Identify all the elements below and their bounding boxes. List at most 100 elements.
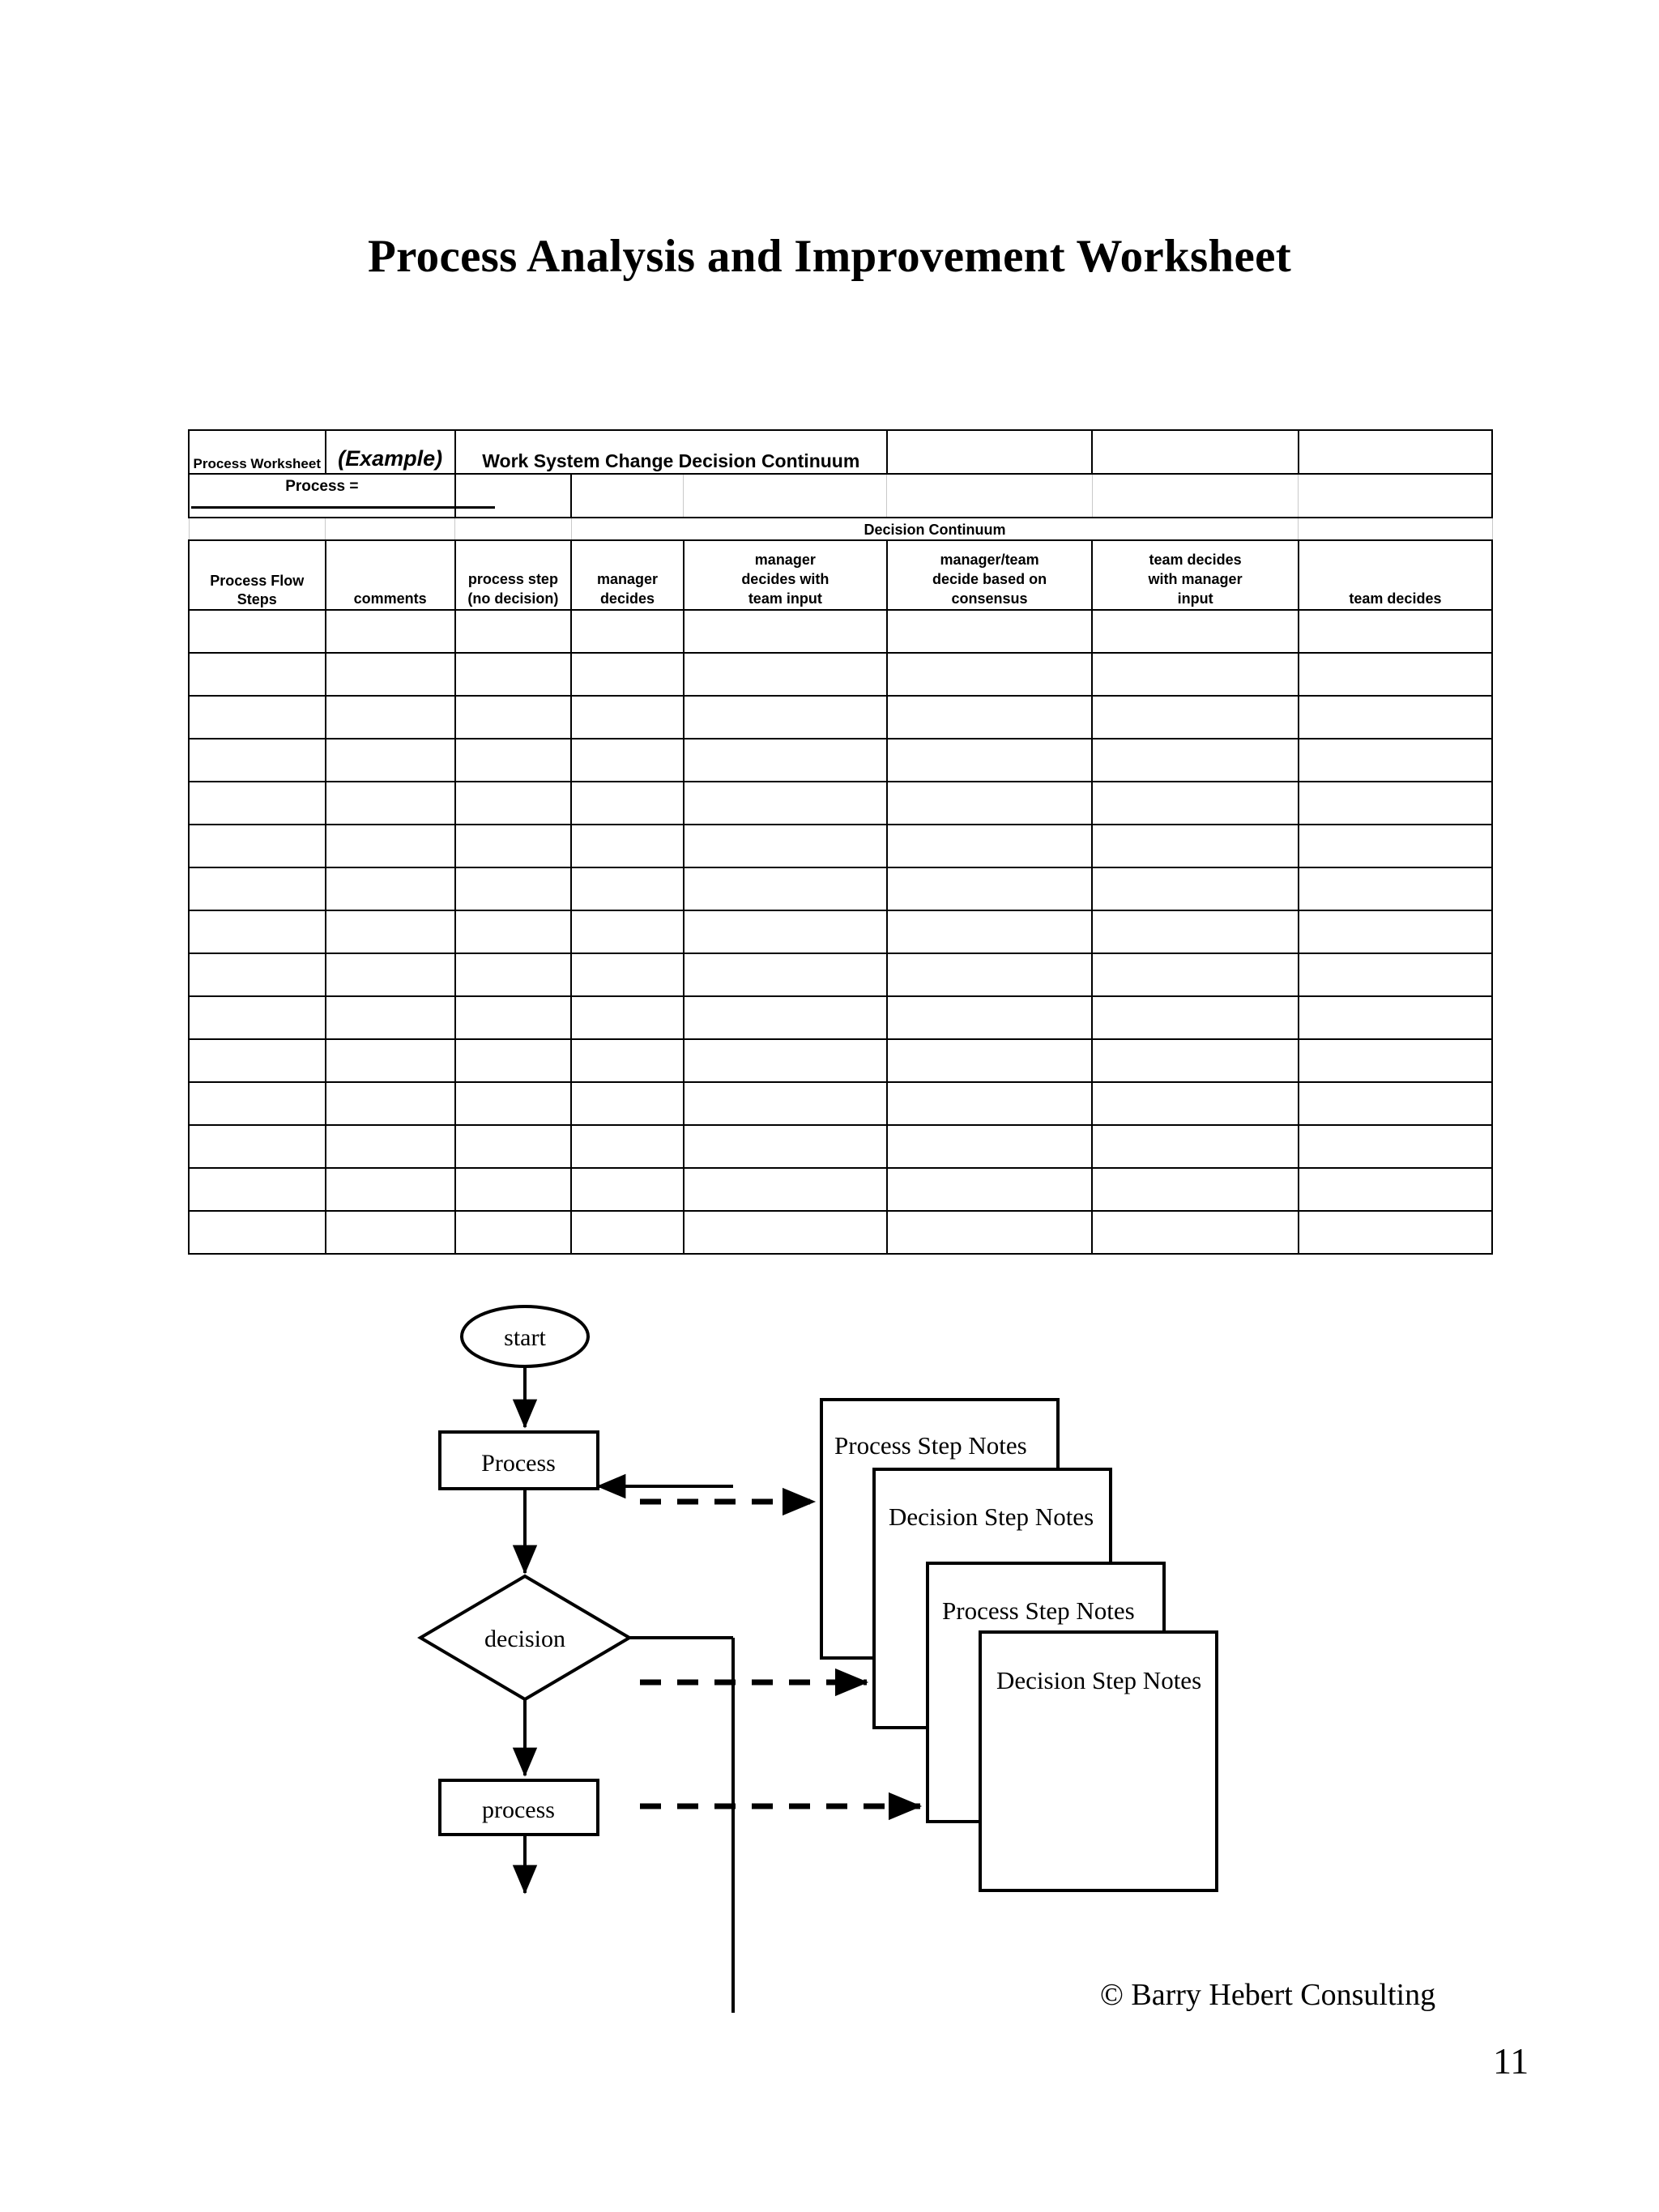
worksheet-cell[interactable] — [1297, 953, 1494, 997]
worksheet-cell[interactable] — [1297, 1081, 1494, 1126]
worksheet-cell[interactable] — [885, 867, 1094, 911]
worksheet-cell[interactable] — [324, 1210, 456, 1255]
worksheet-cell[interactable] — [188, 1167, 326, 1212]
worksheet-cell[interactable] — [1297, 1167, 1494, 1212]
worksheet-cell[interactable] — [570, 1038, 684, 1083]
worksheet-cell[interactable] — [570, 1210, 684, 1255]
worksheet-cell[interactable] — [1297, 1210, 1494, 1255]
worksheet-cell[interactable] — [570, 910, 684, 954]
worksheet-cell[interactable] — [454, 824, 573, 868]
worksheet-cell[interactable] — [570, 1167, 684, 1212]
worksheet-cell[interactable] — [885, 609, 1094, 654]
worksheet-cell[interactable] — [682, 1081, 888, 1126]
worksheet-cell[interactable] — [454, 995, 573, 1040]
worksheet-cell[interactable] — [324, 867, 456, 911]
worksheet-cell[interactable] — [454, 1210, 573, 1255]
worksheet-cell[interactable] — [885, 1124, 1094, 1169]
worksheet-cell[interactable] — [454, 738, 573, 782]
worksheet-cell[interactable] — [885, 652, 1094, 697]
worksheet-cell[interactable] — [885, 1210, 1094, 1255]
worksheet-cell[interactable] — [1091, 609, 1299, 654]
worksheet-cell[interactable] — [1091, 1210, 1299, 1255]
worksheet-cell[interactable] — [324, 910, 456, 954]
worksheet-cell[interactable] — [324, 1038, 456, 1083]
worksheet-cell[interactable] — [570, 781, 684, 825]
worksheet-cell[interactable] — [885, 910, 1094, 954]
worksheet-cell[interactable] — [454, 1081, 573, 1126]
worksheet-cell[interactable] — [188, 695, 326, 739]
worksheet-cell[interactable] — [570, 824, 684, 868]
worksheet-cell[interactable] — [1297, 652, 1494, 697]
worksheet-cell[interactable] — [324, 953, 456, 997]
worksheet-cell[interactable] — [1091, 1124, 1299, 1169]
worksheet-cell[interactable] — [682, 1210, 888, 1255]
worksheet-cell[interactable] — [682, 1124, 888, 1169]
worksheet-cell[interactable] — [682, 953, 888, 997]
worksheet-cell[interactable] — [1297, 1038, 1494, 1083]
worksheet-cell[interactable] — [1297, 695, 1494, 739]
worksheet-cell[interactable] — [1091, 910, 1299, 954]
worksheet-cell[interactable] — [188, 609, 326, 654]
process-name-input[interactable] — [191, 505, 495, 509]
worksheet-cell[interactable] — [188, 1038, 326, 1083]
worksheet-cell[interactable] — [324, 1124, 456, 1169]
worksheet-cell[interactable] — [454, 609, 573, 654]
worksheet-cell[interactable] — [188, 738, 326, 782]
worksheet-cell[interactable] — [188, 652, 326, 697]
worksheet-cell[interactable] — [885, 953, 1094, 997]
worksheet-cell[interactable] — [188, 1081, 326, 1126]
worksheet-cell[interactable] — [454, 652, 573, 697]
worksheet-cell[interactable] — [324, 824, 456, 868]
worksheet-cell[interactable] — [454, 1124, 573, 1169]
worksheet-cell[interactable] — [682, 995, 888, 1040]
worksheet-cell[interactable] — [682, 738, 888, 782]
worksheet-cell[interactable] — [1091, 1167, 1299, 1212]
worksheet-cell[interactable] — [454, 695, 573, 739]
worksheet-cell[interactable] — [188, 953, 326, 997]
worksheet-cell[interactable] — [682, 652, 888, 697]
worksheet-cell[interactable] — [682, 824, 888, 868]
worksheet-cell[interactable] — [570, 738, 684, 782]
worksheet-cell[interactable] — [188, 867, 326, 911]
worksheet-cell[interactable] — [1091, 824, 1299, 868]
worksheet-cell[interactable] — [1091, 1038, 1299, 1083]
worksheet-cell[interactable] — [188, 824, 326, 868]
worksheet-cell[interactable] — [454, 1167, 573, 1212]
worksheet-cell[interactable] — [324, 1167, 456, 1212]
worksheet-cell[interactable] — [570, 953, 684, 997]
worksheet-cell[interactable] — [1091, 953, 1299, 997]
worksheet-cell[interactable] — [885, 738, 1094, 782]
worksheet-cell[interactable] — [454, 910, 573, 954]
worksheet-cell[interactable] — [1297, 1124, 1494, 1169]
worksheet-cell[interactable] — [885, 781, 1094, 825]
worksheet-cell[interactable] — [1297, 609, 1494, 654]
worksheet-cell[interactable] — [1297, 781, 1494, 825]
worksheet-cell[interactable] — [682, 867, 888, 911]
worksheet-cell[interactable] — [885, 1081, 1094, 1126]
worksheet-cell[interactable] — [454, 781, 573, 825]
worksheet-cell[interactable] — [1091, 1081, 1299, 1126]
worksheet-cell[interactable] — [188, 781, 326, 825]
worksheet-cell[interactable] — [885, 995, 1094, 1040]
worksheet-cell[interactable] — [324, 652, 456, 697]
worksheet-cell[interactable] — [1297, 910, 1494, 954]
worksheet-cell[interactable] — [682, 781, 888, 825]
worksheet-cell[interactable] — [1297, 867, 1494, 911]
worksheet-cell[interactable] — [1297, 738, 1494, 782]
worksheet-cell[interactable] — [570, 652, 684, 697]
worksheet-cell[interactable] — [570, 995, 684, 1040]
worksheet-cell[interactable] — [885, 695, 1094, 739]
worksheet-cell[interactable] — [1091, 695, 1299, 739]
worksheet-cell[interactable] — [885, 1167, 1094, 1212]
worksheet-cell[interactable] — [188, 910, 326, 954]
worksheet-cell[interactable] — [188, 995, 326, 1040]
worksheet-cell[interactable] — [1091, 867, 1299, 911]
worksheet-cell[interactable] — [1297, 824, 1494, 868]
worksheet-cell[interactable] — [324, 781, 456, 825]
worksheet-cell[interactable] — [454, 867, 573, 911]
worksheet-cell[interactable] — [682, 609, 888, 654]
worksheet-cell[interactable] — [570, 867, 684, 911]
worksheet-cell[interactable] — [682, 1038, 888, 1083]
worksheet-cell[interactable] — [324, 695, 456, 739]
worksheet-cell[interactable] — [454, 953, 573, 997]
